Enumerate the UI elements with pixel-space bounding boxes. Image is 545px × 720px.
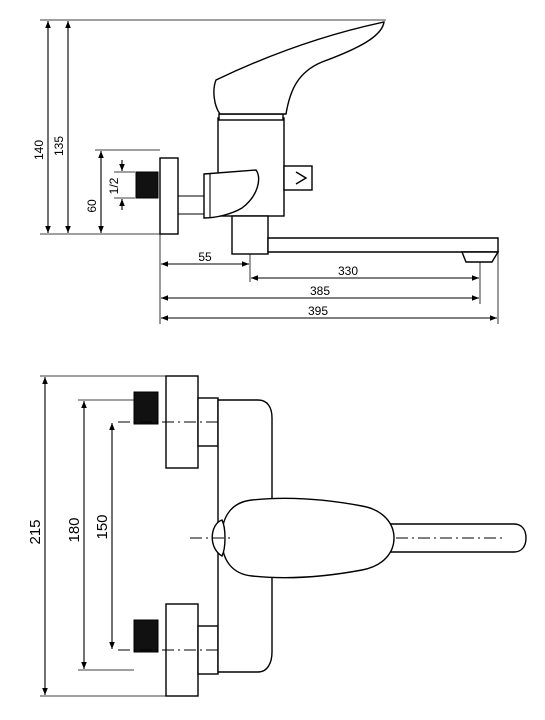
spout-swivel — [231, 215, 269, 255]
valve-collar — [218, 113, 284, 121]
dimension-180-label: 180 — [66, 517, 83, 542]
dimension-395-label: 395 — [308, 304, 328, 318]
dimension-385-label: 385 — [310, 284, 330, 298]
lever-handle — [213, 21, 385, 115]
dimension-330: 330 — [251, 264, 479, 281]
dimension-215: 215 — [27, 377, 48, 695]
threaded-connector — [135, 171, 159, 199]
valve-side-cap — [283, 165, 313, 191]
diverter-knob — [203, 169, 260, 219]
lever-handle-top — [221, 497, 395, 579]
dimension-140: 140 — [32, 21, 51, 233]
spout-arm — [267, 237, 499, 253]
dimension-thread-label: 1/2 — [107, 177, 121, 194]
lower-threaded-connector — [133, 619, 159, 653]
dimension-thread: 1/2 — [107, 160, 135, 210]
dimension-215-label: 215 — [27, 519, 44, 544]
dimension-150-label: 150 — [94, 514, 111, 539]
top-view: 215 180 150 — [27, 375, 527, 697]
dimension-140-label: 140 — [32, 140, 46, 160]
upper-threaded-connector — [133, 391, 159, 425]
dimension-135: 135 — [52, 21, 71, 233]
wall-bracket — [159, 157, 179, 235]
dimension-55-label: 55 — [198, 250, 212, 264]
dimension-60: 60 — [85, 151, 104, 233]
spout-outlet — [460, 251, 500, 263]
dimension-135-label: 135 — [52, 136, 66, 156]
side-view: 140 135 60 1/2 — [32, 19, 500, 324]
dimension-385: 385 — [161, 284, 479, 301]
direction-mark-icon — [295, 171, 308, 185]
dimension-330-label: 330 — [338, 264, 358, 278]
dimension-395: 395 — [161, 304, 497, 321]
dimension-150: 150 — [94, 423, 115, 649]
dimension-180: 180 — [66, 401, 87, 669]
dimension-55: 55 — [161, 250, 249, 267]
dimension-60-label: 60 — [85, 199, 99, 213]
